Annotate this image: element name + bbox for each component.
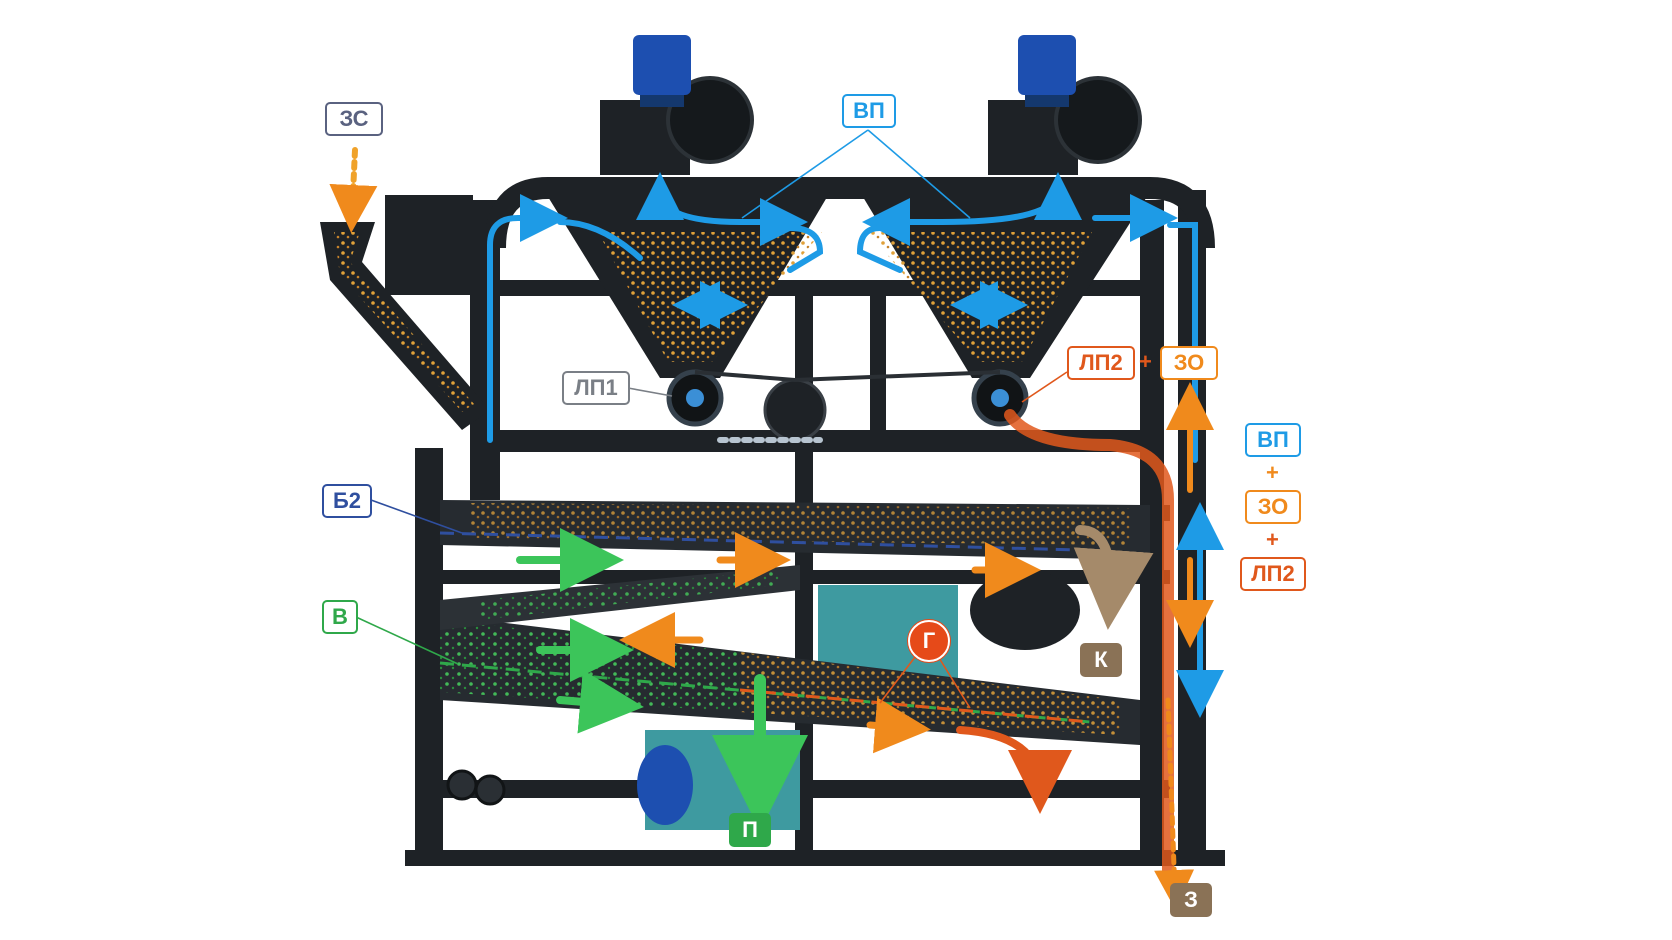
label-zo: ЗО [1160,346,1218,380]
label-lp1: ЛП1 [562,371,630,405]
fan-left [600,35,754,175]
label-lp2-side: ЛП2 [1240,557,1306,591]
drive-pulley [763,378,827,442]
sieve-deck-middle [440,565,800,630]
label-z: З [1170,883,1212,917]
fan-right [988,35,1142,175]
label-b2: Б2 [322,484,372,518]
grain-flow-arrows [329,147,1214,910]
label-air-vp-top: ВП [842,94,896,128]
plus-2: + [1266,527,1279,552]
label-v: В [322,600,358,634]
label-zo-side: ЗО [1245,490,1301,524]
label-vp-side: ВП [1245,423,1301,457]
plus-lp2-zo: + [1139,349,1152,374]
label-g: Г [908,620,950,662]
label-intake-zs: ЗС [325,102,383,136]
air-flow-arrows [487,172,1224,718]
label-k: К [1080,643,1122,677]
sieve-deck-upper [439,500,1150,560]
intake-hopper [320,195,490,430]
plus-1: + [1266,460,1279,485]
label-lp2: ЛП2 [1067,346,1135,380]
label-p: П [729,813,771,847]
